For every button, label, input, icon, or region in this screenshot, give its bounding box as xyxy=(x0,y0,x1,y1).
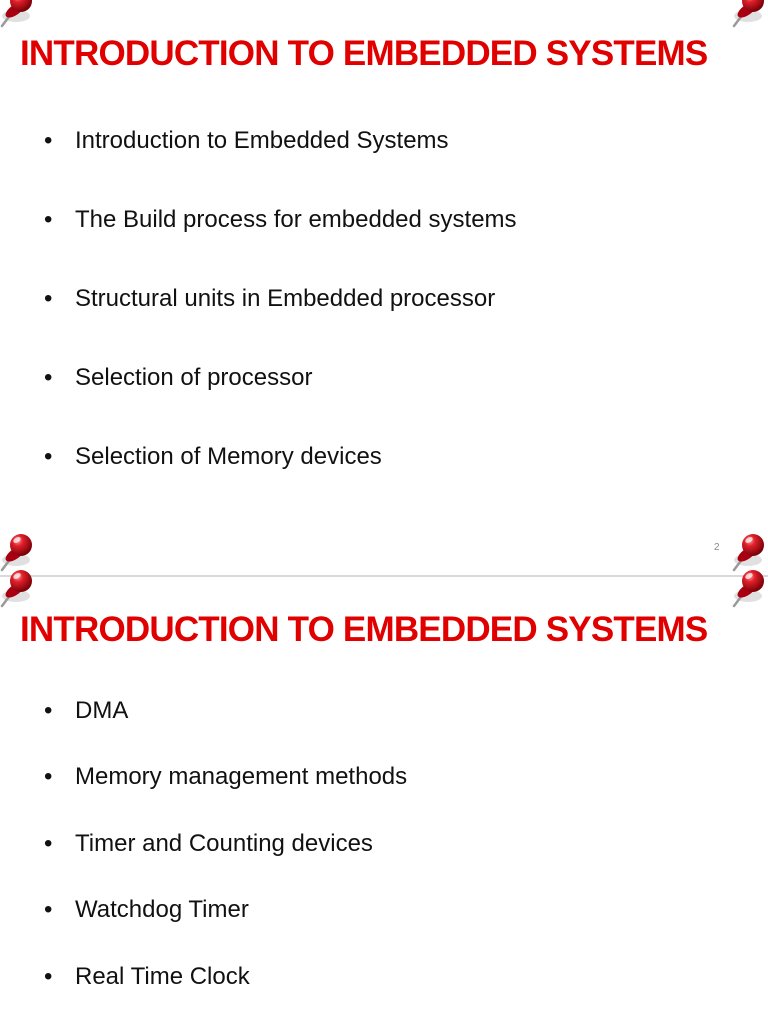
bullet-glyph: • xyxy=(44,763,53,790)
bullet-glyph: • xyxy=(44,830,53,857)
pushpin-icon xyxy=(726,0,768,32)
bullet-glyph: • xyxy=(44,127,53,154)
bullet-glyph: • xyxy=(44,963,53,990)
bullet-text: Selection of Memory devices xyxy=(75,443,382,470)
list-item: • DMA xyxy=(44,697,128,725)
slide-divider xyxy=(0,575,768,577)
bullet-glyph: • xyxy=(44,896,53,923)
bullet-glyph: • xyxy=(44,285,53,312)
bullet-text: Real Time Clock xyxy=(75,963,250,990)
list-item: • Watchdog Timer xyxy=(44,896,249,924)
bullet-text: Watchdog Timer xyxy=(75,896,249,923)
bullet-text: Introduction to Embedded Systems xyxy=(75,127,449,154)
slide-1: INTRODUCTION TO EMBEDDED SYSTEMS • Introd… xyxy=(20,34,720,553)
list-item: • Memory management methods xyxy=(44,763,407,791)
bullet-text: Timer and Counting devices xyxy=(75,830,373,857)
pushpin-icon xyxy=(726,566,768,612)
slide-title: INTRODUCTION TO EMBEDDED SYSTEMS xyxy=(20,34,708,73)
list-item: • Real Time Clock xyxy=(44,963,250,991)
slide-title: INTRODUCTION TO EMBEDDED SYSTEMS xyxy=(20,610,708,649)
bullet-text: Structural units in Embedded processor xyxy=(75,285,496,312)
list-item: • Timer and Counting devices xyxy=(44,830,373,858)
list-item: • Structural units in Embedded processor xyxy=(44,285,495,313)
list-item: • The Build process for embedded systems xyxy=(44,206,517,234)
pushpin-icon xyxy=(0,0,40,32)
list-item: • Selection of processor xyxy=(44,364,312,392)
bullet-text: Memory management methods xyxy=(75,763,408,790)
bullet-glyph: • xyxy=(44,443,53,470)
bullet-text: The Build process for embedded systems xyxy=(75,206,517,233)
bullet-text: DMA xyxy=(75,697,129,724)
slide-number: 2 xyxy=(714,542,720,553)
pushpin-icon xyxy=(0,566,40,612)
bullet-glyph: • xyxy=(44,697,53,724)
bullet-glyph: • xyxy=(44,206,53,233)
bullet-glyph: • xyxy=(44,364,53,391)
list-item: • Selection of Memory devices xyxy=(44,443,382,471)
bullet-text: Selection of processor xyxy=(75,364,313,391)
slide-2: INTRODUCTION TO EMBEDDED SYSTEMS • DMA • M… xyxy=(0,576,768,1024)
list-item: • Introduction to Embedded Systems xyxy=(44,127,449,155)
